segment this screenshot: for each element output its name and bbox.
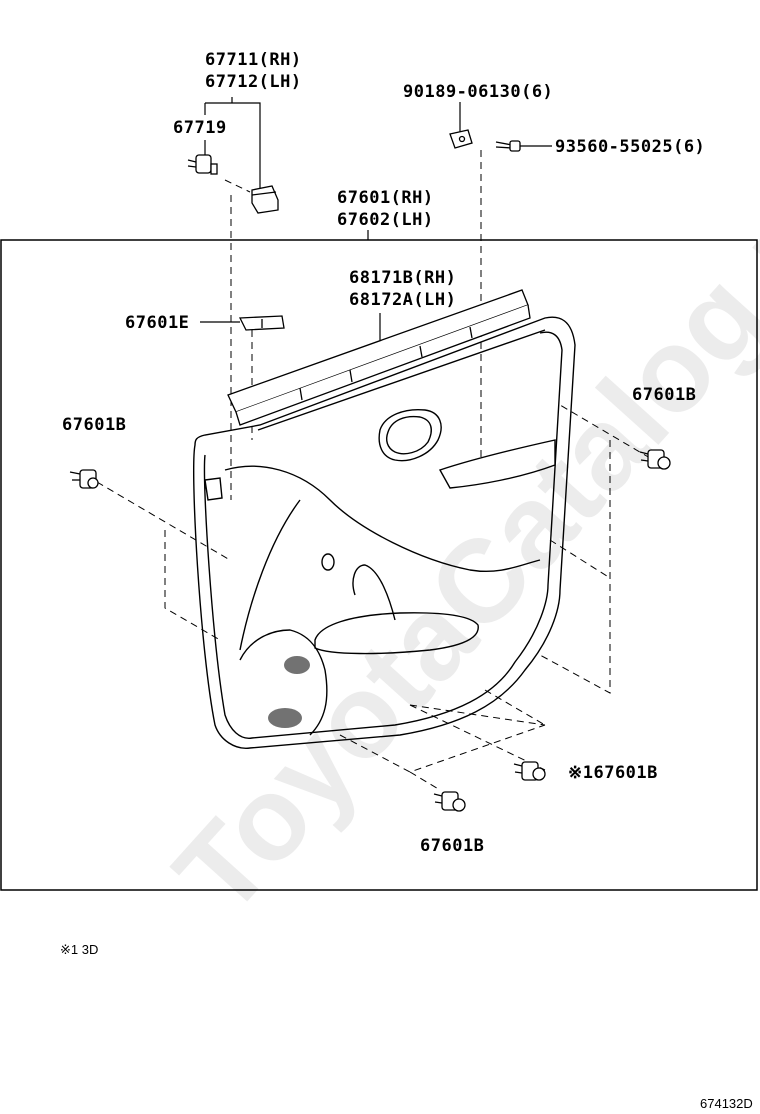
label-67601e: 67601E	[125, 313, 190, 333]
leader-lines	[200, 97, 552, 350]
cap-67711	[251, 185, 279, 214]
dashed-guides	[96, 150, 651, 791]
label-67601: 67601(RH)	[337, 188, 434, 208]
figure-code: 674132D	[700, 1096, 753, 1111]
nut-90189	[449, 129, 473, 149]
clip-67601b-left	[69, 469, 99, 489]
label-93560: 93560-55025(6)	[555, 137, 706, 157]
label-68172a: 68172A(LH)	[349, 290, 457, 310]
door-trim-panel	[192, 316, 576, 749]
weatherstrip	[227, 289, 531, 426]
label-67601b-star: ※167601B	[568, 763, 658, 783]
label-67719: 67719	[173, 118, 227, 138]
speaker-grills	[268, 656, 310, 728]
clip-67601b-bottom	[433, 791, 466, 812]
label-67601b-right: 67601B	[632, 385, 697, 405]
label-68171b: 68171B(RH)	[349, 268, 457, 288]
fasteners	[69, 129, 671, 812]
clip-67601b-right	[639, 449, 671, 470]
screw-93560	[495, 140, 521, 152]
label-67712: 67712(LH)	[205, 72, 302, 92]
label-67601b-left: 67601B	[62, 415, 127, 435]
label-67602: 67602(LH)	[337, 210, 434, 230]
clip-67719	[187, 154, 218, 175]
label-67601b-bottom: 67601B	[420, 836, 485, 856]
footnote: ※1 3D	[60, 942, 99, 957]
label-90189: 90189-06130(6)	[403, 82, 554, 102]
diagram-frame	[0, 239, 758, 891]
label-67711: 67711(RH)	[205, 50, 302, 70]
clip-67601b-star	[513, 761, 546, 781]
clip-67601e	[238, 315, 285, 331]
